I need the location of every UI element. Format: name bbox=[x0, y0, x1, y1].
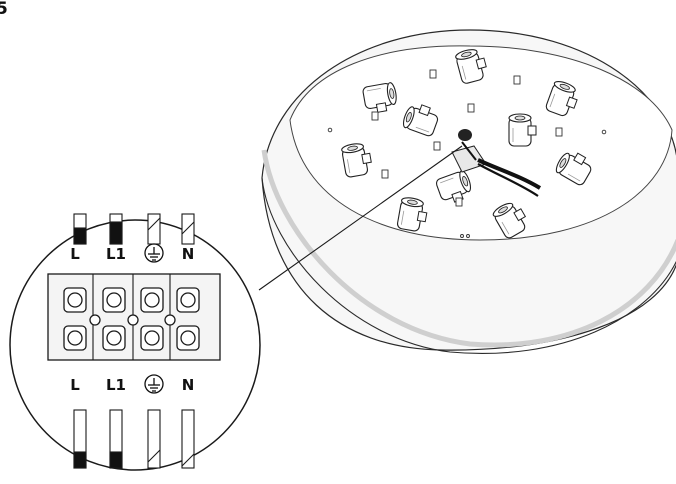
terminal-screws bbox=[63, 287, 200, 351]
central-terminal bbox=[451, 129, 542, 197]
label-top-l1: L1 bbox=[106, 245, 126, 263]
label-bottom-l: L bbox=[70, 376, 80, 394]
plate-fixings bbox=[327, 69, 607, 238]
outgoing-wires bbox=[73, 409, 195, 469]
leader-line bbox=[258, 145, 463, 291]
label-top-l: L bbox=[70, 245, 80, 263]
figure-number: 5 bbox=[0, 0, 8, 19]
incoming-wires bbox=[73, 213, 195, 245]
label-bottom-l1: L1 bbox=[106, 376, 126, 394]
label-top-n: N bbox=[182, 245, 195, 263]
label-bottom-n: N bbox=[182, 376, 195, 394]
terminal-detail-circle: L L1 N L L1 N bbox=[9, 213, 261, 471]
